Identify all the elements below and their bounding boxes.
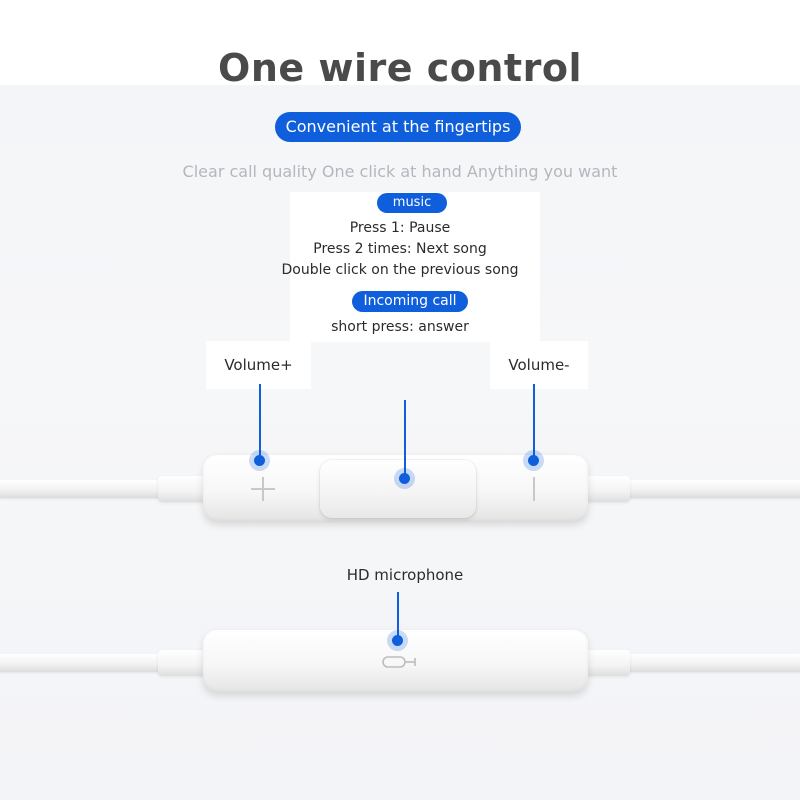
cable-collar-right xyxy=(585,476,630,502)
mic-cable-collar-right xyxy=(585,650,630,676)
minus-icon[interactable] xyxy=(532,476,536,502)
microphone-icon xyxy=(382,656,416,668)
volume-down-marker xyxy=(528,455,539,466)
mic-cable-left xyxy=(0,654,170,672)
page-title: One wire control xyxy=(218,46,582,90)
microphone-marker xyxy=(392,635,403,646)
cable-right xyxy=(620,480,800,498)
function-info-card xyxy=(290,192,540,342)
incoming-call-badge: Incoming call xyxy=(352,291,468,312)
microphone-pointer-line xyxy=(397,592,399,640)
cable-collar-left xyxy=(158,476,208,502)
plus-icon[interactable] xyxy=(250,476,276,502)
subtitle: Clear call quality One click at hand Any… xyxy=(182,162,618,181)
multifunction-marker xyxy=(399,473,410,484)
cable-left xyxy=(0,480,170,498)
volume-up-pointer-line xyxy=(259,384,261,460)
volume-down-pointer-line xyxy=(533,384,535,460)
volume-up-marker xyxy=(254,455,265,466)
volume-down-label: Volume- xyxy=(490,341,588,389)
mic-cable-right xyxy=(620,654,800,672)
music-badge: music xyxy=(377,193,447,213)
mic-cable-collar-left xyxy=(158,650,208,676)
hd-microphone-label: HD microphone xyxy=(346,566,464,584)
call-instruction: short press: answer xyxy=(331,319,469,335)
multifunction-button[interactable] xyxy=(320,460,476,518)
music-instruction-next: Press 2 times: Next song xyxy=(313,241,487,257)
tagline-badge: Convenient at the fingertips xyxy=(275,112,521,142)
music-instruction-pause: Press 1: Pause xyxy=(349,220,451,236)
volume-up-label: Volume+ xyxy=(206,341,311,389)
multifunction-pointer-line xyxy=(404,400,406,478)
music-instruction-previous: Double click on the previous song xyxy=(281,262,519,278)
